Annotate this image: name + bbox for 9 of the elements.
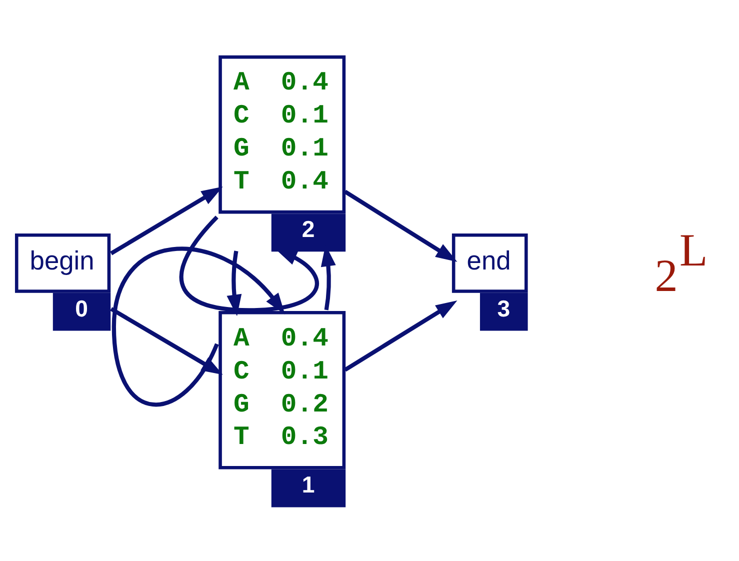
arrow <box>110 186 223 256</box>
node-label: 3 <box>497 295 510 322</box>
arrow <box>226 250 242 316</box>
arrow <box>344 300 458 372</box>
node-label: 1 <box>302 472 315 498</box>
node-label: 0 <box>75 295 88 322</box>
arrow <box>344 190 458 262</box>
node-label: 2 <box>302 216 315 242</box>
arrow <box>179 216 319 312</box>
